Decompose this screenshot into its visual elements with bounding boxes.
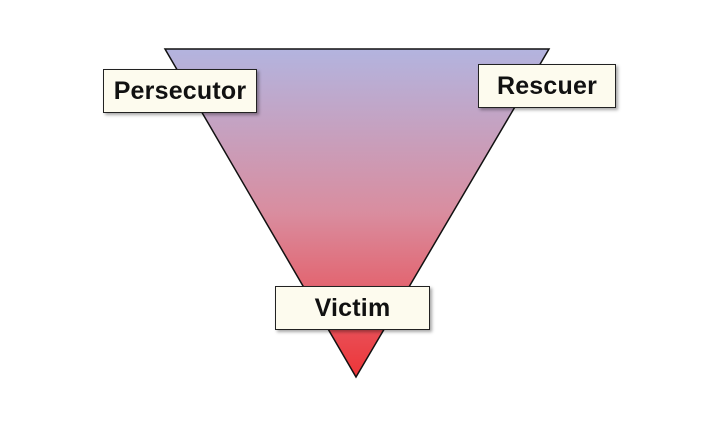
rescuer-label: Rescuer (478, 64, 616, 108)
inverted-triangle (163, 48, 551, 379)
persecutor-label: Persecutor (103, 69, 257, 113)
victim-label: Victim (275, 286, 430, 330)
